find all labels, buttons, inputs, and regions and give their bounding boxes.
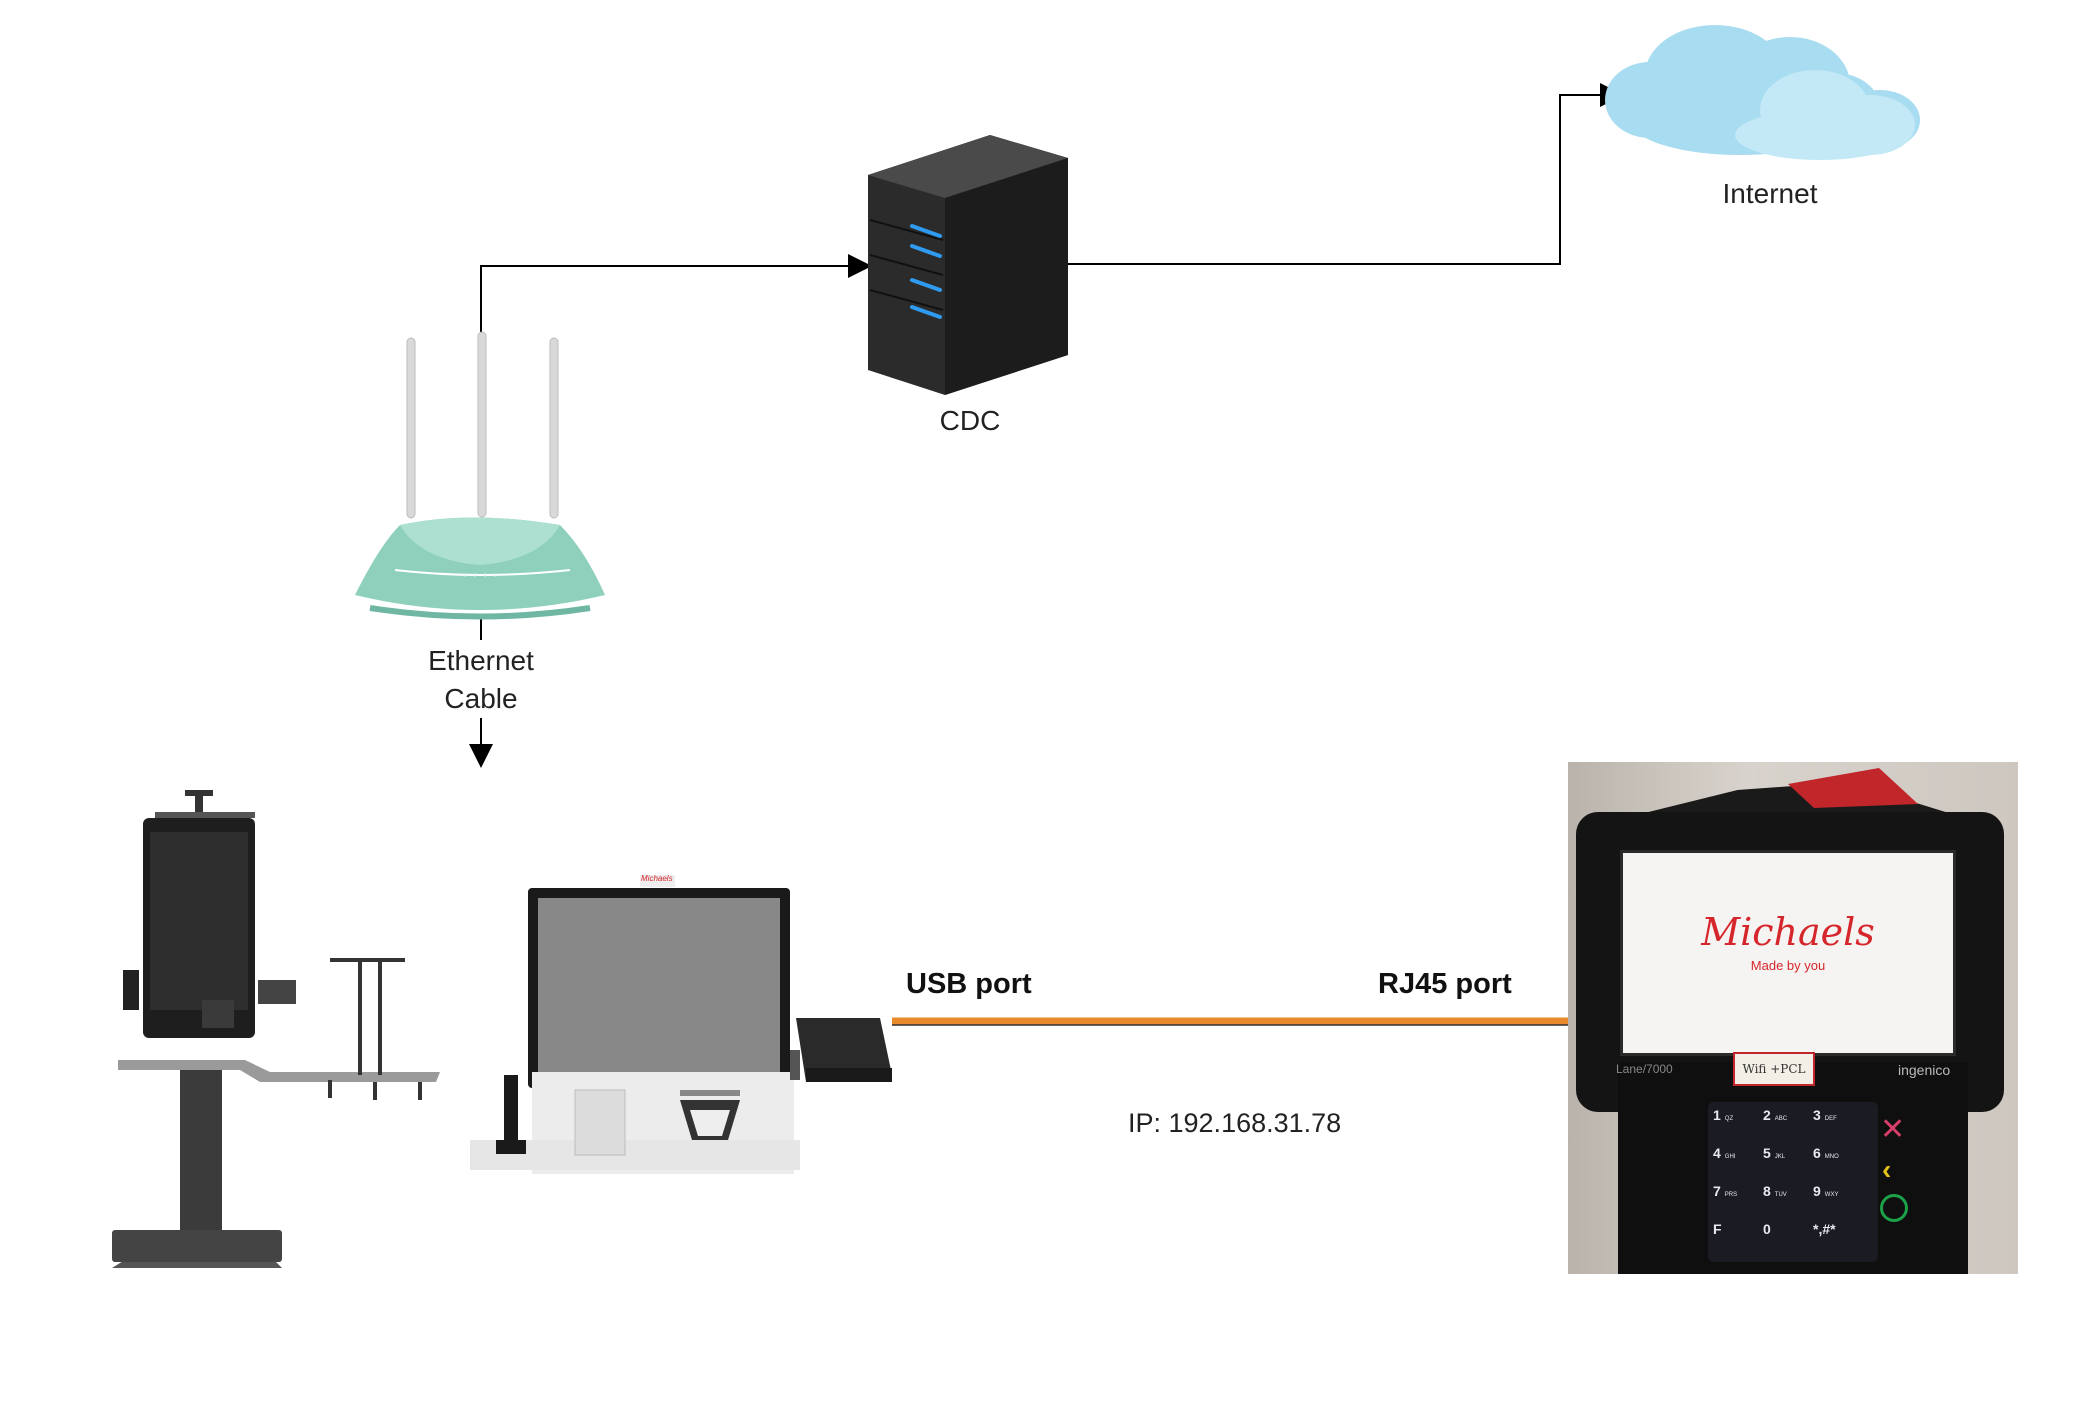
counter-brand-logo: Michaels	[641, 874, 673, 883]
router-to-cdc-connector	[480, 254, 872, 333]
terminal-key-letters: PRS	[1724, 1192, 1738, 1198]
terminal-key-number: 4	[1713, 1145, 1721, 1161]
terminal-sticker: Wifi +PCL	[1733, 1052, 1815, 1086]
terminal-key-number: 7	[1713, 1183, 1721, 1199]
ethernet-label-line1: Ethernet	[428, 645, 534, 676]
correction-key-icon: ‹	[1882, 1154, 1892, 1185]
terminal-model-label: Lane/7000	[1616, 1062, 1673, 1076]
ethernet-cable-label: Ethernet Cable	[400, 642, 562, 718]
cdc-to-internet-connector	[1068, 83, 1624, 265]
terminal-key-number: 3	[1813, 1107, 1821, 1123]
payment-terminal-image: Michaels Made by you Lane/7000 ingenico …	[1568, 762, 2018, 1274]
ethernet-label-line2: Cable	[444, 683, 518, 714]
terminal-screen-logo: Michaels	[1701, 910, 1875, 954]
terminal-key-number: 8	[1763, 1183, 1771, 1199]
terminal-key-letters: DEF	[1824, 1116, 1837, 1122]
terminal-key-number: 6	[1813, 1145, 1821, 1161]
terminal-key-letters: QZ	[1724, 1116, 1734, 1122]
terminal-key-number: 5	[1763, 1145, 1771, 1161]
terminal-key-number: 1	[1713, 1107, 1721, 1123]
terminal-key-letters: JKL	[1774, 1154, 1786, 1160]
ip-address-label: IP: 192.168.31.78	[1128, 1108, 1342, 1138]
terminal-screen-tagline: Made by you	[1750, 958, 1826, 973]
terminal-key-letters: TUV	[1774, 1192, 1787, 1198]
terminal-key: F	[1713, 1221, 1757, 1253]
cdc-label: CDC	[939, 405, 1001, 436]
terminal-key-letters: ABC	[1774, 1116, 1788, 1122]
usb-port-label: USB port	[906, 968, 1032, 1000]
terminal-key-number: *,#*	[1813, 1221, 1836, 1237]
cancel-key-icon: ✕	[1880, 1113, 1906, 1146]
terminal-key-number: 9	[1813, 1183, 1821, 1199]
terminal-key-letters: WXY	[1824, 1192, 1839, 1198]
terminal-key-letters: GHI	[1724, 1154, 1736, 1160]
terminal-key-number: 2	[1763, 1107, 1771, 1123]
enter-key-icon	[1880, 1194, 1908, 1222]
terminal-key: 0	[1763, 1221, 1807, 1253]
terminal-key: *,#*	[1813, 1221, 1857, 1253]
terminal-key-number: F	[1713, 1221, 1722, 1237]
internet-label: Internet	[1722, 178, 1818, 209]
terminal-key-letters: MNO	[1824, 1154, 1839, 1160]
terminal-key-number: 0	[1763, 1221, 1771, 1237]
rj45-port-label: RJ45 port	[1378, 968, 1512, 1000]
terminal-maker-label: ingenico	[1898, 1062, 1951, 1078]
